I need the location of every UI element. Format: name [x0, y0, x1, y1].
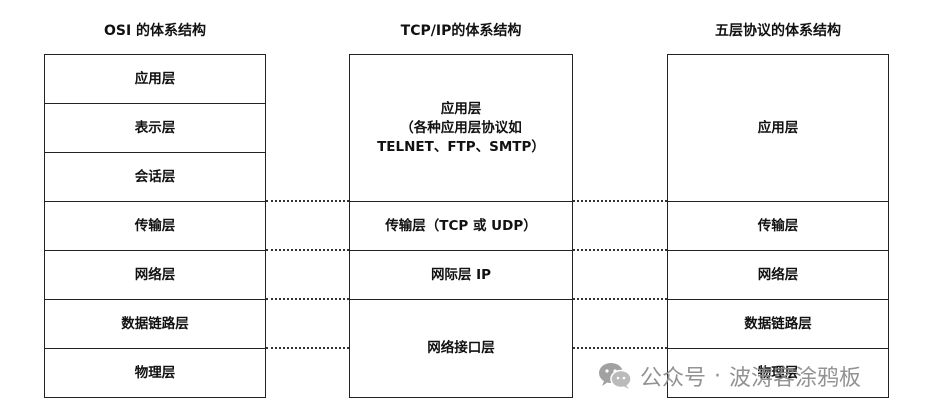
- osi-application-layer: 应用层: [45, 55, 265, 104]
- five-layer-stack: 应用层 传输层 网络层 数据链路层 物理层: [667, 54, 889, 398]
- connector-osi-tcpip-application: [266, 200, 349, 202]
- osi-network-layer: 网络层: [45, 251, 265, 300]
- five-datalink-layer: 数据链路层: [668, 300, 888, 349]
- connector-tcpip-five-application: [573, 200, 667, 202]
- connector-tcpip-five-network: [573, 298, 667, 300]
- five-application-layer: 应用层: [668, 55, 888, 202]
- tcpip-transport-layer: 传输层（TCP 或 UDP）: [350, 202, 572, 251]
- osi-session-layer: 会话层: [45, 153, 265, 202]
- connector-osi-tcpip-network: [266, 298, 349, 300]
- tcpip-internet-layer: 网际层 IP: [350, 251, 572, 300]
- five-layer-title: 五层协议的体系结构: [715, 23, 841, 39]
- watermark: 公众号 · 波涛客涂鸦板: [598, 360, 861, 392]
- osi-presentation-layer: 表示层: [45, 104, 265, 153]
- tcpip-application-layer: 应用层 （各种应用层协议如 TELNET、FTP、SMTP）: [350, 55, 572, 202]
- tcpip-application-line-1: 应用层: [440, 100, 482, 117]
- connector-osi-tcpip-physical: [266, 347, 349, 349]
- osi-transport-layer: 传输层: [45, 202, 265, 251]
- tcpip-application-line-2: （各种应用层协议如: [400, 119, 522, 136]
- five-physical-layer: 物理层: [668, 349, 888, 398]
- wechat-icon: [599, 363, 632, 389]
- five-transport-layer: 传输层: [668, 202, 888, 251]
- tcpip-application-line-3: TELNET、FTP、SMTP）: [377, 138, 545, 155]
- connector-tcpip-five-physical: [573, 347, 667, 349]
- watermark-name: 波涛客涂鸦板: [729, 366, 862, 391]
- five-network-layer: 网络层: [668, 251, 888, 300]
- osi-stack: 应用层 表示层 会话层 传输层 网络层 数据链路层 物理层: [44, 54, 266, 398]
- watermark-separator: ·: [714, 363, 722, 389]
- osi-datalink-layer: 数据链路层: [45, 300, 265, 349]
- osi-title: OSI 的体系结构: [103, 23, 207, 39]
- connector-tcpip-five-transport: [573, 249, 667, 251]
- osi-physical-layer: 物理层: [45, 349, 265, 398]
- tcpip-stack: 应用层 （各种应用层协议如 TELNET、FTP、SMTP） 传输层（TCP 或…: [349, 54, 573, 398]
- tcpip-network-interface-layer: 网络接口层: [350, 300, 572, 398]
- watermark-prefix: 公众号: [640, 366, 707, 391]
- connector-osi-tcpip-transport: [266, 249, 349, 251]
- tcpip-title: TCP/IP的体系结构: [400, 23, 522, 39]
